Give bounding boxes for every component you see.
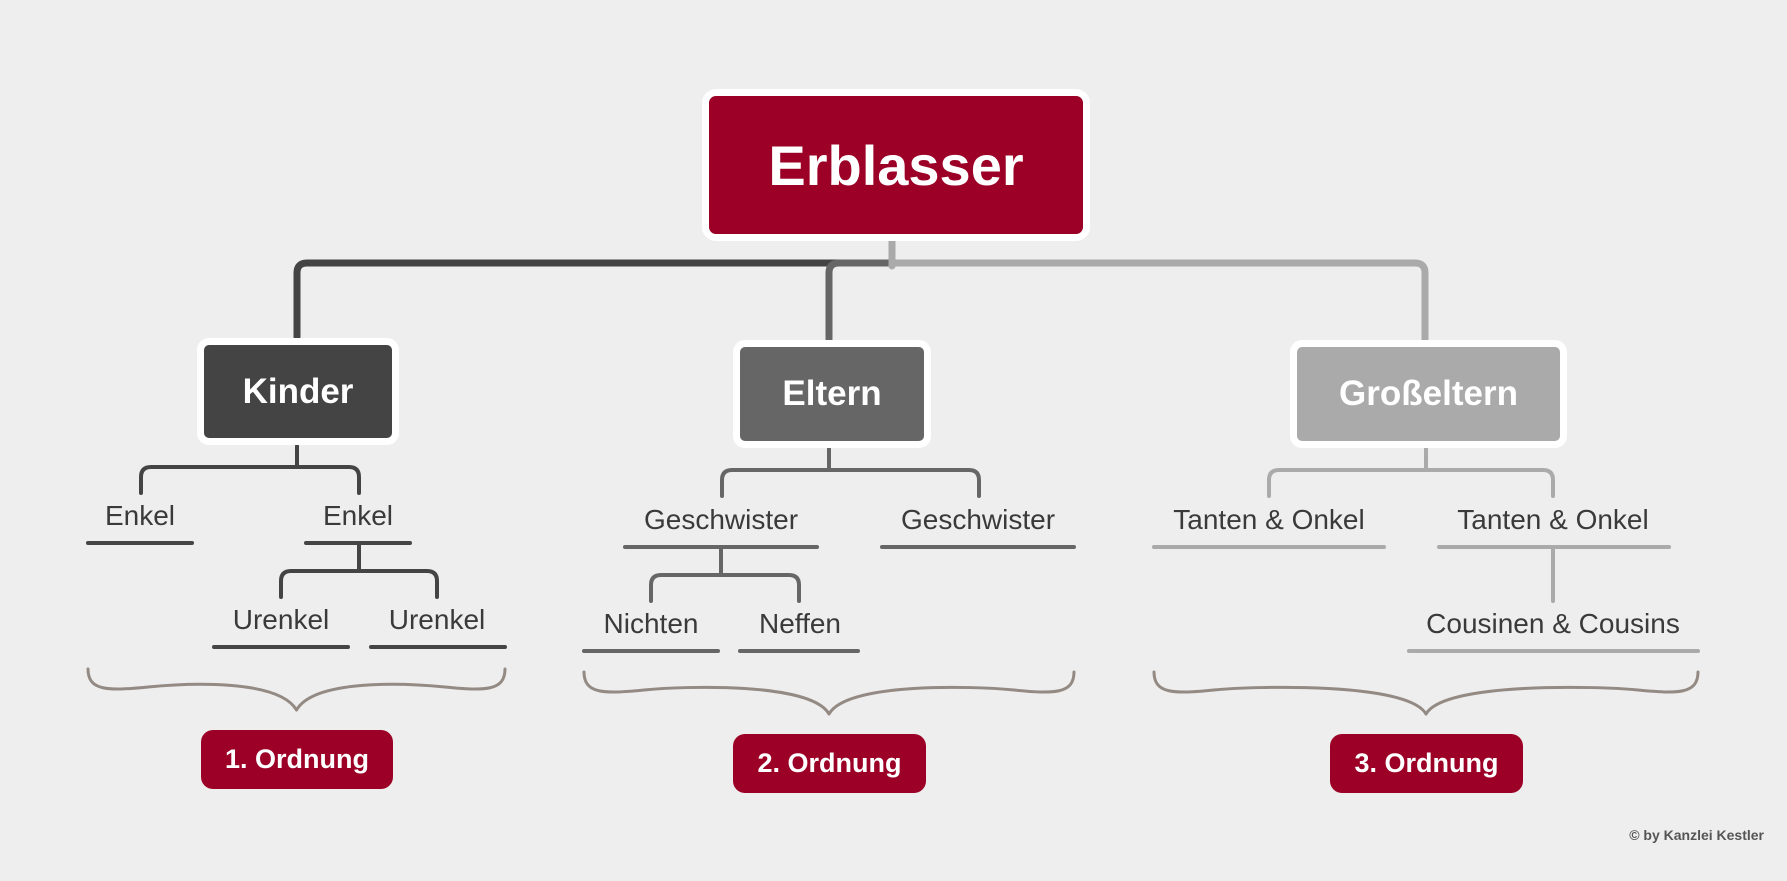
copyright-notice: © by Kanzlei Kestler bbox=[1629, 827, 1764, 843]
badge-order-1-label: 1. Ordnung bbox=[225, 744, 369, 774]
node-grosseltern: Großeltern bbox=[1290, 340, 1567, 448]
brace-order-3 bbox=[1152, 670, 1700, 716]
connector-root-kinder bbox=[293, 259, 896, 341]
label-geschwister-2: Geschwister bbox=[900, 504, 1056, 535]
connector-grosseltern-tanten bbox=[1267, 447, 1555, 498]
connector-geschwister-nichten-neffen bbox=[649, 547, 801, 603]
label-urenkel-2: Urenkel bbox=[388, 604, 486, 635]
connector-root-eltern bbox=[825, 259, 896, 343]
node-eltern: Eltern bbox=[733, 340, 931, 448]
label-tanten-onkel-2: Tanten & Onkel bbox=[1457, 504, 1649, 535]
badge-order-3: 3. Ordnung bbox=[1330, 734, 1523, 793]
brace-order-2 bbox=[582, 670, 1076, 716]
label-urenkel-1: Urenkel bbox=[232, 604, 330, 635]
label-nichten: Nichten bbox=[603, 608, 699, 639]
root-node-label: Erblasser bbox=[768, 133, 1024, 197]
badge-order-2-label: 2. Ordnung bbox=[757, 748, 902, 778]
root-node-erblasser: Erblasser bbox=[702, 89, 1090, 241]
label-cousinen-cousins: Cousinen & Cousins bbox=[1426, 608, 1680, 639]
badge-order-2: 2. Ordnung bbox=[733, 734, 926, 793]
connector-kinder-enkel bbox=[139, 444, 361, 495]
label-geschwister-1: Geschwister bbox=[643, 504, 799, 535]
label-enkel-2: Enkel bbox=[322, 500, 394, 531]
connector-enkel-urenkel bbox=[279, 543, 439, 599]
node-eltern-label: Eltern bbox=[782, 374, 882, 413]
node-grosseltern-label: Großeltern bbox=[1339, 374, 1518, 413]
connector-root-grosseltern bbox=[888, 259, 1429, 343]
label-enkel-1: Enkel bbox=[104, 500, 176, 531]
badge-order-3-label: 3. Ordnung bbox=[1354, 748, 1499, 778]
node-kinder-label: Kinder bbox=[242, 371, 354, 411]
node-kinder: Kinder bbox=[197, 338, 399, 445]
label-neffen: Neffen bbox=[759, 608, 841, 639]
brace-order-1 bbox=[86, 667, 507, 712]
connector-eltern-geschwister bbox=[720, 447, 981, 498]
badge-order-1: 1. Ordnung bbox=[201, 730, 393, 789]
label-tanten-onkel-1: Tanten & Onkel bbox=[1173, 504, 1365, 535]
